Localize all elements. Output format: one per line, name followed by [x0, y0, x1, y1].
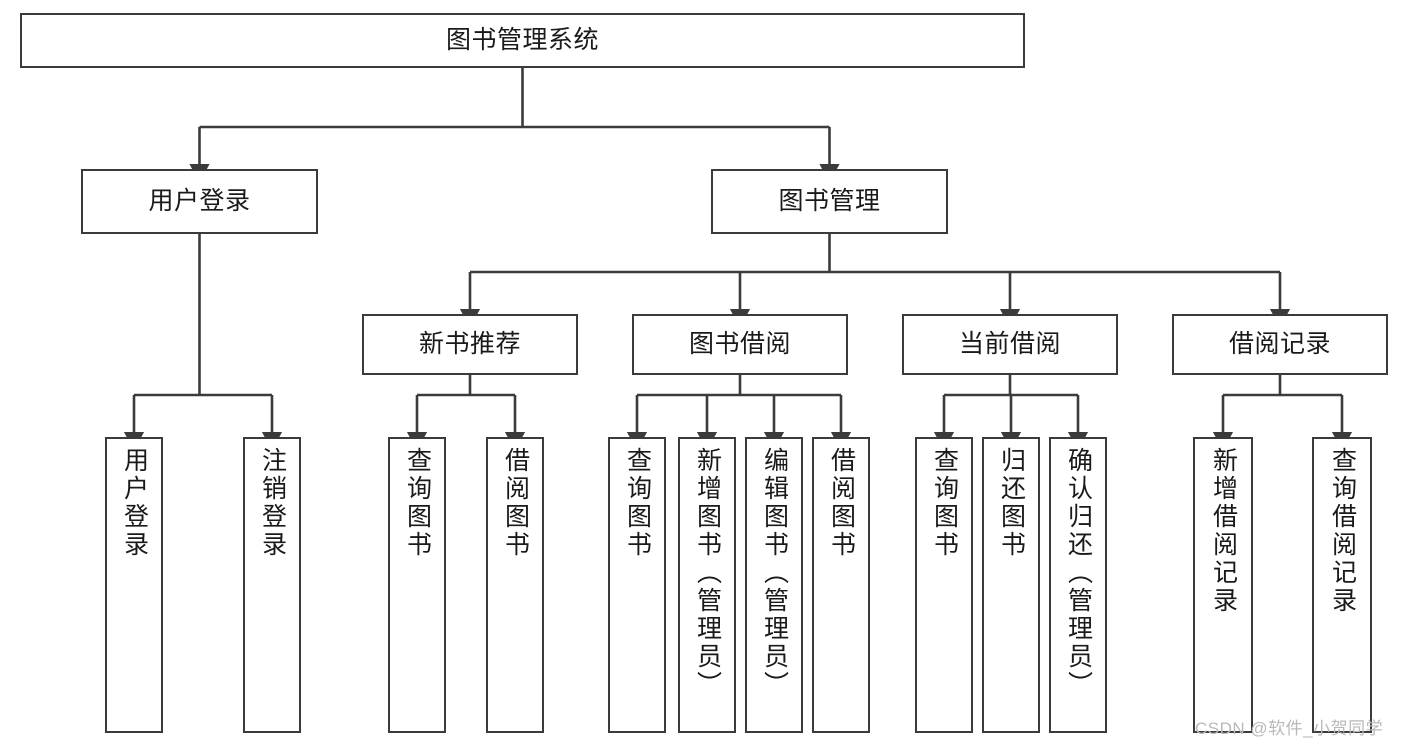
node-label-leaf_add_record: 新增借阅记录	[1209, 447, 1238, 615]
node-label-leaf_return_book: 归还图书	[997, 447, 1026, 559]
node-label-leaf_query_record: 查询借阅记录	[1328, 447, 1357, 615]
node-label-leaf_add_book: 新增图书（管理员）	[693, 447, 722, 699]
node-label-leaf_edit_book: 编辑图书（管理员）	[760, 447, 789, 699]
csdn-watermark: CSDN @软件_小贺同学	[1195, 719, 1384, 738]
node-root[interactable]: 图书管理系统	[20, 13, 1025, 68]
node-leaf_add_record[interactable]: 新增借阅记录	[1193, 437, 1253, 733]
node-leaf_logout[interactable]: 注销登录	[243, 437, 301, 733]
node-leaf_borrow_book_1[interactable]: 借阅图书	[486, 437, 544, 733]
node-label-leaf_borrow_book_2: 借阅图书	[827, 447, 856, 559]
node-leaf_edit_book[interactable]: 编辑图书（管理员）	[745, 437, 803, 733]
node-label-current_borrow: 当前借阅	[958, 330, 1061, 359]
node-user_login[interactable]: 用户登录	[81, 169, 318, 234]
node-leaf_query_book_3[interactable]: 查询图书	[915, 437, 973, 733]
node-new_book_rec[interactable]: 新书推荐	[362, 314, 578, 375]
node-leaf_add_book[interactable]: 新增图书（管理员）	[678, 437, 736, 733]
node-current_borrow[interactable]: 当前借阅	[902, 314, 1118, 375]
node-leaf_user_login[interactable]: 用户登录	[105, 437, 163, 733]
node-label-leaf_confirm_return: 确认归还（管理员）	[1064, 447, 1093, 699]
node-leaf_borrow_book_2[interactable]: 借阅图书	[812, 437, 870, 733]
node-label-new_book_rec: 新书推荐	[418, 330, 521, 359]
node-leaf_return_book[interactable]: 归还图书	[982, 437, 1040, 733]
node-book_borrow[interactable]: 图书借阅	[632, 314, 848, 375]
node-label-user_login: 用户登录	[148, 187, 251, 216]
node-label-leaf_user_login: 用户登录	[120, 447, 149, 559]
node-label-leaf_borrow_book_1: 借阅图书	[501, 447, 530, 559]
node-book_manage[interactable]: 图书管理	[711, 169, 948, 234]
node-leaf_query_record[interactable]: 查询借阅记录	[1312, 437, 1372, 733]
node-label-borrow_record: 借阅记录	[1228, 330, 1331, 359]
node-label-book_manage: 图书管理	[778, 187, 881, 216]
node-leaf_query_book_1[interactable]: 查询图书	[388, 437, 446, 733]
node-label-book_borrow: 图书借阅	[688, 330, 791, 359]
node-borrow_record[interactable]: 借阅记录	[1172, 314, 1388, 375]
node-leaf_confirm_return[interactable]: 确认归还（管理员）	[1049, 437, 1107, 733]
node-label-leaf_query_book_3: 查询图书	[930, 447, 959, 559]
node-leaf_query_book_2[interactable]: 查询图书	[608, 437, 666, 733]
node-label-leaf_query_book_2: 查询图书	[623, 447, 652, 559]
node-label-leaf_logout: 注销登录	[258, 447, 287, 559]
node-label-leaf_query_book_1: 查询图书	[403, 447, 432, 559]
node-label-root: 图书管理系统	[445, 26, 599, 55]
